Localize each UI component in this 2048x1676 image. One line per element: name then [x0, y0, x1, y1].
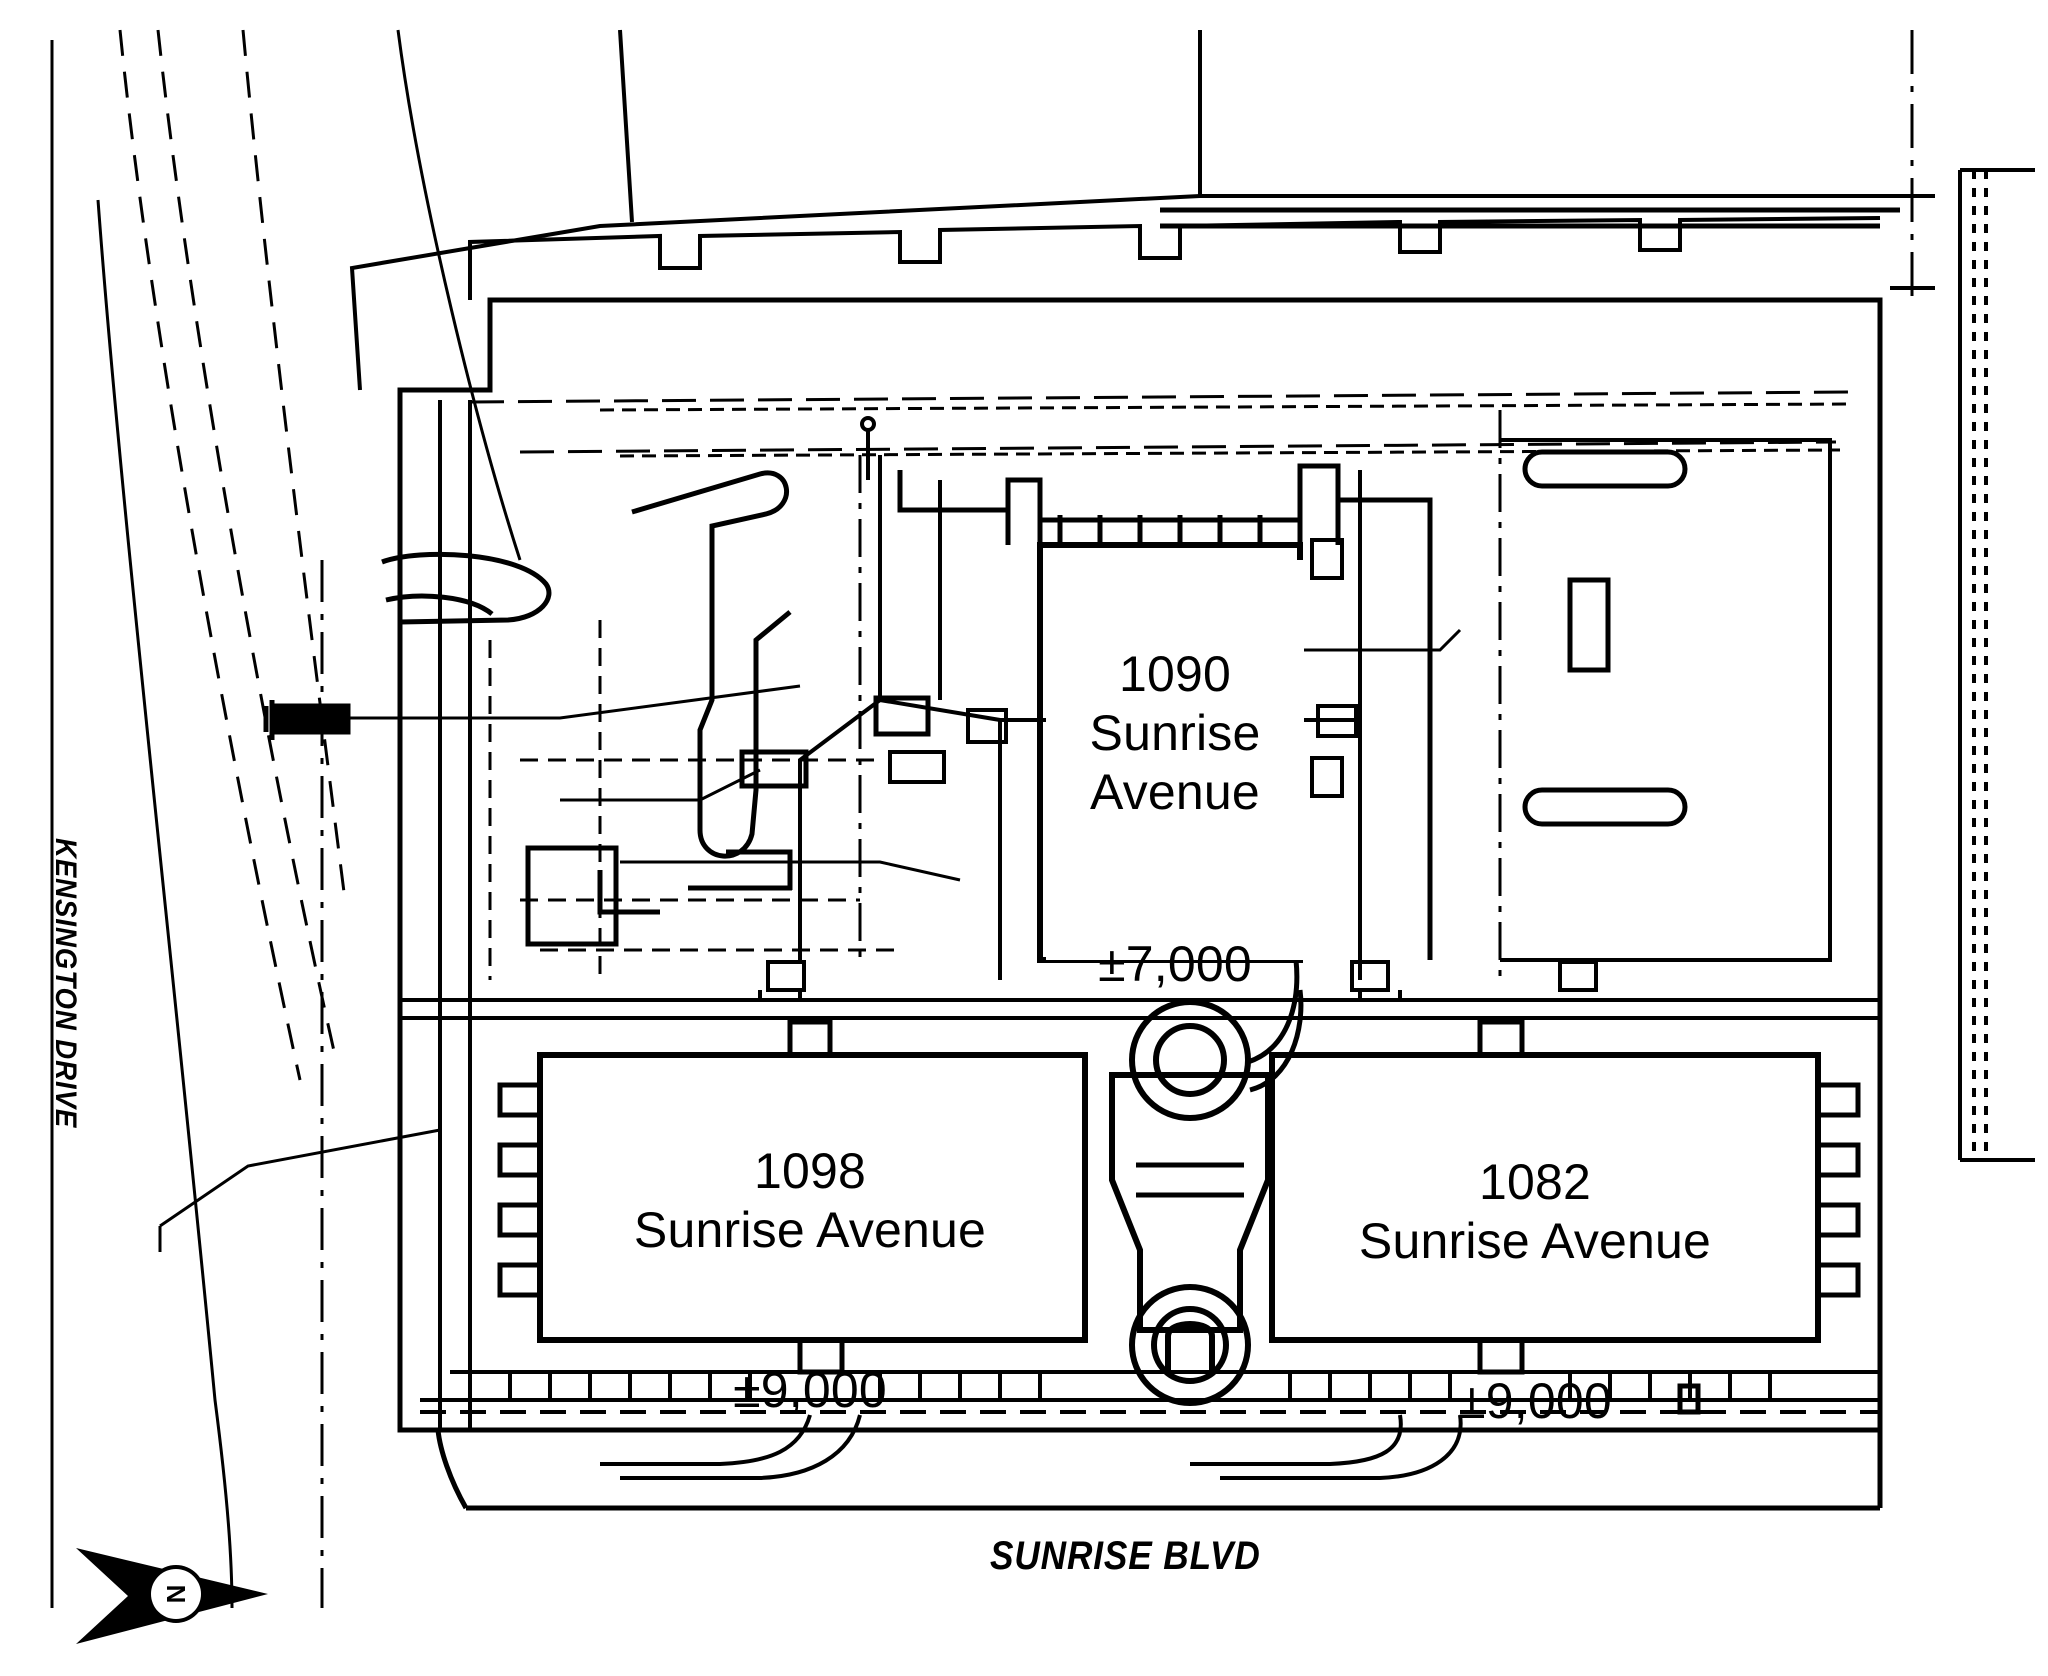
parcel-label-1082: 1082 Sunrise Avenue ±9,000: [1300, 1072, 1770, 1429]
west-inner-drive: [438, 400, 472, 1430]
building-1098-outline: [537, 1052, 1088, 1343]
parcel-label-1090: 1090 Sunrise Avenue ±7,000: [1046, 560, 1304, 992]
east-boundary-return: [1960, 168, 2035, 1162]
building-1090-outline: [1037, 542, 1303, 963]
site-outline: [397, 297, 1883, 1433]
court-connector-curve: [1247, 959, 1304, 1093]
parcel-1098-area: ±9,000: [733, 1362, 887, 1418]
kensington-drive-curbs: [50, 40, 234, 1609]
south-hydrant-marker: [1677, 1383, 1701, 1415]
leader-sw-building: [158, 1128, 441, 1252]
leader-1090-right: [1300, 628, 1462, 652]
sw-structures: [525, 695, 931, 947]
utility-pad: [263, 700, 351, 740]
east-boundary-hatch: [1972, 170, 1988, 1160]
building-1082-entry-top: [1477, 1019, 1525, 1055]
building-1090-wing-left: [897, 470, 1043, 545]
top-dimension-line-2: [619, 448, 1841, 458]
parcel-label-1098: 1098 Sunrise Avenue ±9,000: [560, 1065, 1060, 1418]
building-1098-notches-left: [497, 1082, 540, 1298]
kensington-drive-right-edge: [396, 29, 522, 561]
south-property-line: [435, 1429, 1880, 1511]
drive-aisle-curb: [381, 551, 552, 625]
east-parking-court: [1500, 438, 1832, 962]
north-arrow-letter: N: [161, 1584, 191, 1604]
north-property-line: [349, 29, 1900, 391]
street-label-kensington-drive: KENSINGTON DRIVE: [49, 838, 82, 1129]
building-1082-notches-right: [1818, 1082, 1861, 1298]
utility-leader: [348, 684, 801, 720]
drive-aisle-loop-lower: [697, 610, 792, 859]
parcel-1082-area: ±9,000: [1458, 1373, 1612, 1429]
south-driveway-apron-east: [1190, 1414, 1463, 1480]
building-1082-outline: [1269, 1052, 1821, 1343]
building-1090-wing-right: [1297, 463, 1433, 960]
mid-drive-aisle: [400, 998, 1880, 1020]
top-dimension-line-1: [599, 402, 1851, 412]
parking-island: [1522, 449, 1688, 827]
parcel-boundary-dashdot: [858, 410, 1502, 980]
parcel-1082-name: 1082 Sunrise Avenue: [1358, 1154, 1712, 1269]
building-1098-entry-top: [787, 1019, 833, 1055]
building-1090-side-rooms: [888, 538, 1358, 798]
north-arrow-glyph: [76, 1548, 268, 1644]
parcel-1090-area: ±7,000: [1098, 936, 1252, 992]
mid-aisle-stalls: [758, 960, 1598, 1000]
top-dimension-tick: [860, 416, 876, 480]
parcel-1098-name: 1098 Sunrise Avenue: [633, 1143, 987, 1258]
parcel-boundary-dashed: [469, 390, 1851, 454]
street-label-sunrise-blvd: SUNRISE BLVD: [990, 1534, 1261, 1578]
north-sidewalk: [468, 216, 1881, 300]
drive-aisle-loop-upper: [631, 470, 790, 800]
roundabout-south: [1129, 1284, 1251, 1406]
east-dimension-tick: [1890, 194, 1935, 290]
south-driveway-apron-west: [600, 1414, 862, 1480]
parcel-1090-name: 1090 Sunrise Avenue: [1089, 646, 1261, 820]
central-court-crossbar: [1136, 1162, 1244, 1198]
building-1090-colonnade: [1040, 515, 1300, 545]
central-court-spine: [1109, 1072, 1271, 1333]
kensington-drive-centerlines: [118, 29, 347, 1081]
